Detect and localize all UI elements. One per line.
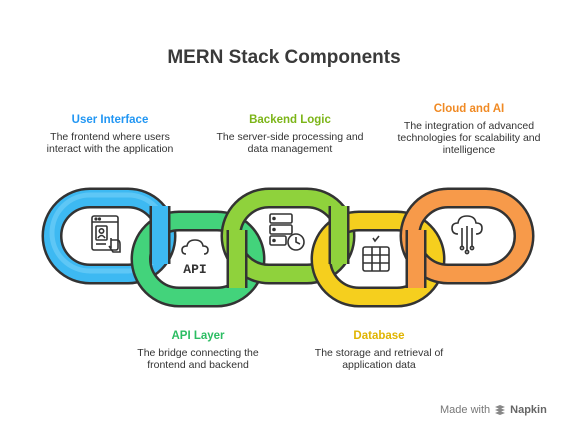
desc-api-layer: The bridge connecting the frontend and b… bbox=[137, 347, 259, 371]
cloud-api-icon: API bbox=[181, 239, 209, 277]
cloud-circuit-icon bbox=[451, 215, 483, 255]
ring-api-layer bbox=[130, 210, 266, 308]
desc-cloud-and-ai: The integration of advanced technologies… bbox=[397, 120, 541, 156]
label-cloud-and-ai: Cloud and AI bbox=[433, 103, 505, 115]
ring-database bbox=[310, 210, 446, 308]
database-icon bbox=[362, 235, 390, 272]
desc-user-interface: The frontend where users interact with t… bbox=[46, 131, 174, 155]
ui-window-icon bbox=[91, 215, 121, 253]
diagram-title: MERN Stack Components bbox=[167, 47, 401, 68]
label-backend-logic: Backend Logic bbox=[249, 114, 331, 126]
desc-database: The storage and retrieval of application… bbox=[314, 347, 444, 371]
api-icon-text: API bbox=[183, 262, 206, 277]
footer-prefix: Made with bbox=[440, 404, 491, 416]
footer: Made with Napkin bbox=[440, 404, 547, 416]
napkin-logo-icon bbox=[495, 405, 506, 415]
label-api-layer: API Layer bbox=[171, 330, 225, 342]
footer-brand[interactable]: Napkin bbox=[510, 404, 547, 416]
desc-backend-logic: The server-side processing and data mana… bbox=[216, 131, 364, 155]
label-user-interface: User Interface bbox=[71, 114, 149, 126]
server-clock-icon bbox=[269, 213, 305, 251]
label-database: Database bbox=[353, 330, 405, 342]
